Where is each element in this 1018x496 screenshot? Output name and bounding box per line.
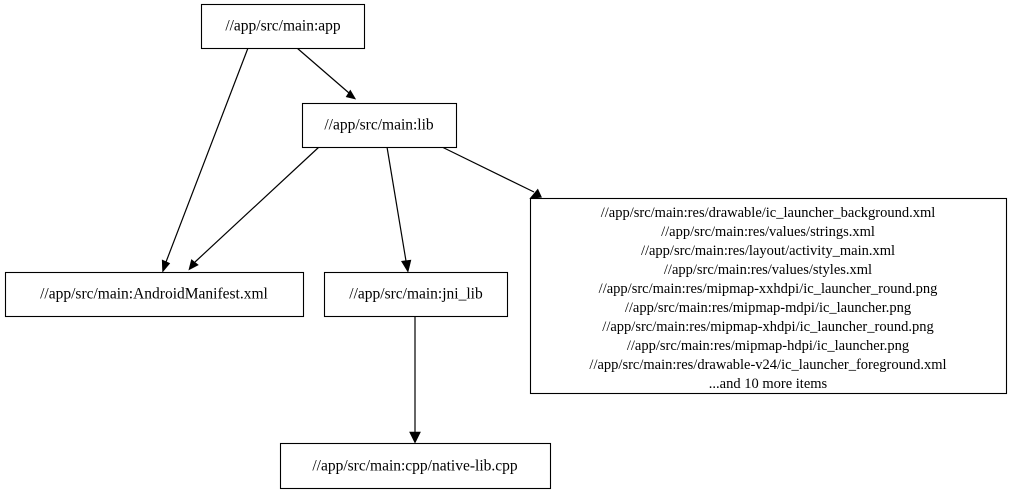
edge-lib-to-resources — [441, 146, 542, 199]
edge-lib-to-jni-lib — [386, 146, 412, 273]
resources-line-2: //app/src/main:res/values/strings.xml — [661, 224, 875, 240]
resources-line-8: //app/src/main:res/mipmap-hdpi/ic_launch… — [627, 338, 909, 354]
edge-lib-to-manifest — [188, 146, 320, 271]
node-native-lib-cpp[interactable]: //app/src/main:cpp/native-lib.cpp — [279, 442, 552, 490]
resources-line-9: //app/src/main:res/drawable-v24/ic_launc… — [589, 357, 946, 373]
node-jni-lib-label: //app/src/main:jni_lib — [349, 286, 483, 303]
resources-line-5: //app/src/main:res/mipmap-xxhdpi/ic_laun… — [599, 281, 938, 297]
edge-app-to-manifest — [161, 47, 249, 273]
resources-line-3: //app/src/main:res/layout/activity_main.… — [641, 243, 895, 259]
edge-jni-lib-to-native-lib — [409, 316, 421, 444]
node-native-lib-cpp-label: //app/src/main:cpp/native-lib.cpp — [312, 458, 518, 475]
resources-line-4: //app/src/main:res/values/styles.xml — [664, 262, 872, 278]
node-lib-label: //app/src/main:lib — [324, 117, 434, 134]
resources-line-6: //app/src/main:res/mipmap-mdpi/ic_launch… — [625, 300, 911, 316]
node-jni-lib[interactable]: //app/src/main:jni_lib — [323, 271, 509, 318]
resources-line-7: //app/src/main:res/mipmap-xhdpi/ic_launc… — [602, 319, 933, 335]
node-android-manifest-label: //app/src/main:AndroidManifest.xml — [40, 286, 268, 303]
node-resources[interactable]: //app/src/main:res/drawable/ic_launcher_… — [529, 197, 1008, 395]
edge-app-to-lib — [296, 47, 357, 100]
node-app[interactable]: //app/src/main:app — [200, 3, 366, 50]
node-lib[interactable]: //app/src/main:lib — [301, 102, 458, 149]
node-android-manifest[interactable]: //app/src/main:AndroidManifest.xml — [4, 271, 305, 318]
resources-overflow-label: ...and 10 more items — [709, 376, 828, 392]
node-layer: //app/src/main:app //app/src/main:lib //… — [4, 3, 1008, 490]
edge-layer — [161, 47, 542, 444]
resources-line-1: //app/src/main:res/drawable/ic_launcher_… — [601, 205, 936, 221]
node-app-label: //app/src/main:app — [225, 18, 341, 35]
